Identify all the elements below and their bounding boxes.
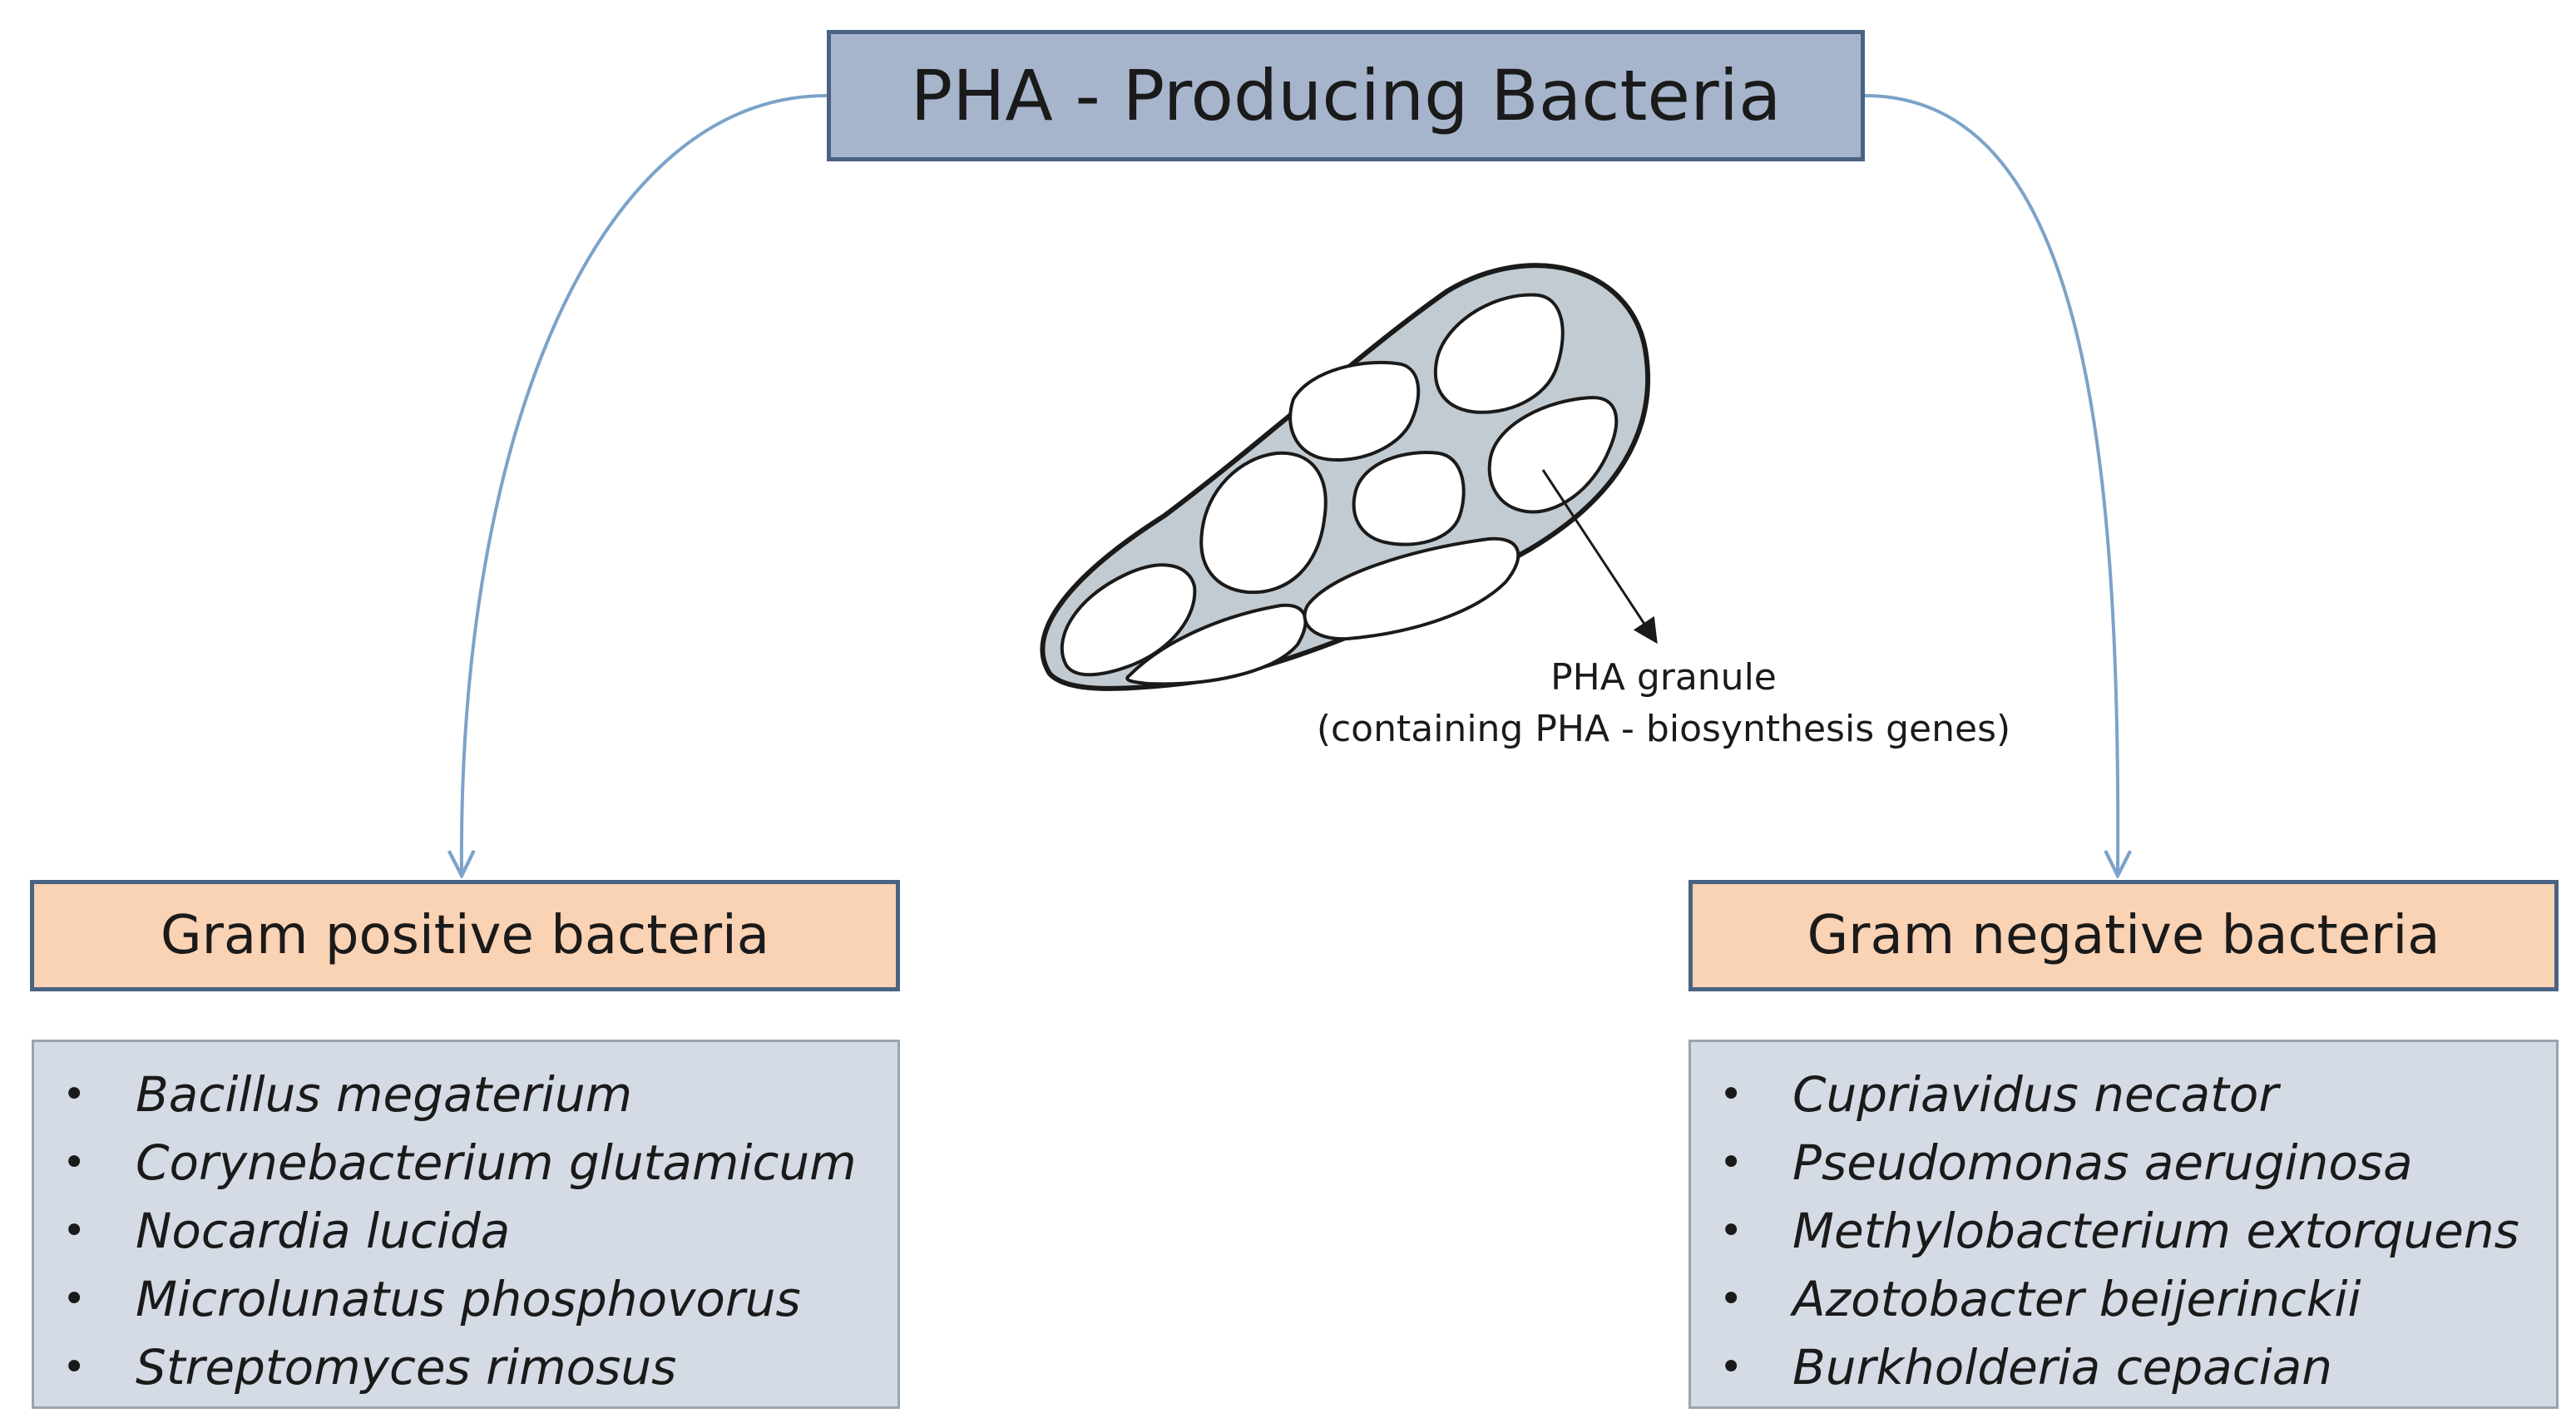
species-name: Burkholderia cepacian (1792, 1339, 2333, 1396)
bullet-icon: • (62, 1276, 87, 1322)
gram-negative-list-box: • Cupriavidus necator • Pseudomonas aerugi… (1688, 1040, 2559, 1409)
species-item: • Burkholderia cepacian (1691, 1333, 2556, 1401)
arrow-to-gram-positive (462, 94, 828, 873)
pha-granule (1199, 451, 1328, 595)
pha-granule (1060, 563, 1197, 677)
bullet-icon: • (1719, 1276, 1743, 1322)
gram-negative-heading: Gram negative bacteria (1807, 905, 2440, 966)
gram-positive-list-box: • Bacillus megaterium • Corynebacterium gl… (32, 1040, 900, 1409)
bullet-icon: • (1719, 1208, 1743, 1254)
species-item: • Azotobacter beijerinckii (1691, 1265, 2556, 1333)
species-name: Microlunatus phosphovorus (136, 1271, 801, 1327)
species-name: Bacillus megaterium (136, 1066, 633, 1123)
gram-positive-species-list: • Bacillus megaterium • Corynebacterium gl… (34, 1060, 897, 1401)
pha-granule (1288, 360, 1421, 462)
bacterium-cell-illustration (1040, 263, 1651, 691)
species-name: Azotobacter beijerinckii (1792, 1271, 2361, 1327)
species-name: Pseudomonas aeruginosa (1792, 1134, 2413, 1191)
pha-granule (1352, 451, 1466, 546)
pha-granule (1303, 536, 1520, 641)
species-item: • Cupriavidus necator (1691, 1060, 2556, 1129)
pha-granule-highlighted (1487, 395, 1619, 514)
granule-label: PHA granule (containing PHA - biosynthes… (1248, 652, 2079, 755)
species-name: Nocardia lucida (136, 1203, 511, 1259)
species-name: Corynebacterium glutamicum (136, 1134, 857, 1191)
species-item: • Streptomyces rimosus (34, 1333, 897, 1401)
species-name: Methylobacterium extorquens (1792, 1203, 2519, 1259)
pha-granule (1125, 603, 1308, 686)
diagram-title: PHA - Producing Bacteria (910, 55, 1782, 136)
gram-negative-species-list: • Cupriavidus necator • Pseudomonas aerugi… (1691, 1060, 2556, 1401)
bullet-icon: • (1719, 1344, 1743, 1391)
species-item: • Corynebacterium glutamicum (34, 1129, 897, 1197)
species-name: Streptomyces rimosus (136, 1339, 677, 1396)
bullet-icon: • (62, 1208, 87, 1254)
title-box: PHA - Producing Bacteria (827, 30, 1865, 161)
gram-negative-heading-box: Gram negative bacteria (1688, 880, 2559, 991)
species-item: • Bacillus megaterium (34, 1060, 897, 1129)
granule-label-line2: (containing PHA - biosynthesis genes) (1316, 708, 2011, 750)
gram-positive-heading: Gram positive bacteria (161, 905, 769, 966)
species-item: • Methylobacterium extorquens (1691, 1197, 2556, 1265)
pha-granule (1433, 293, 1565, 414)
granule-pointer-arrow (1541, 469, 1658, 645)
gram-positive-heading-box: Gram positive bacteria (30, 880, 900, 991)
species-item: • Pseudomonas aeruginosa (1691, 1129, 2556, 1197)
bullet-icon: • (62, 1344, 87, 1391)
bullet-icon: • (62, 1071, 87, 1118)
species-item: • Microlunatus phosphovorus (34, 1265, 897, 1333)
species-name: Cupriavidus necator (1792, 1066, 2279, 1123)
bullet-icon: • (1719, 1071, 1743, 1118)
bullet-icon: • (1719, 1139, 1743, 1186)
granule-label-line1: PHA granule (1550, 656, 1777, 699)
species-item: • Nocardia lucida (34, 1197, 897, 1265)
arrow-to-gram-negative (1864, 94, 2118, 873)
bullet-icon: • (62, 1139, 87, 1186)
